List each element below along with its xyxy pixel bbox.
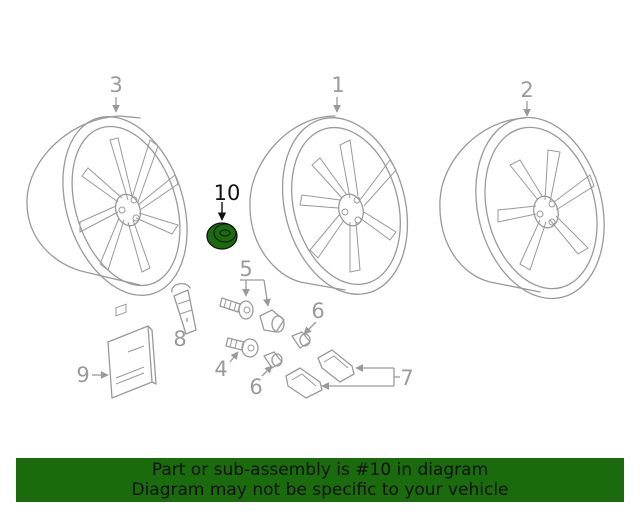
callout-10: 10	[214, 181, 241, 205]
callout-3: 3	[109, 73, 122, 97]
center-cap-part-10[interactable]	[206, 222, 238, 250]
sensor-part-7-upper[interactable]	[317, 349, 355, 383]
leader-lines	[92, 97, 531, 390]
valve-stem-part-8[interactable]	[171, 282, 197, 335]
callout-9: 9	[76, 363, 89, 387]
cap-part-6-lower[interactable]	[263, 351, 283, 369]
sensor-part-7-lower[interactable]	[285, 367, 323, 399]
banner-line-2: Diagram may not be specific to your vehi…	[131, 480, 509, 500]
notice-banner: Part or sub-assembly is #10 in diagram D…	[16, 458, 624, 502]
label-card-part-9[interactable]	[107, 303, 157, 399]
callout-7: 7	[400, 366, 413, 390]
bolt-part-4[interactable]	[225, 337, 259, 358]
callout-6-lower: 6	[249, 375, 262, 399]
wheel-3[interactable]	[26, 101, 209, 312]
callout-2: 2	[520, 78, 533, 102]
wheel-1[interactable]	[249, 104, 426, 309]
callout-8: 8	[173, 327, 186, 351]
banner-line-1: Part or sub-assembly is #10 in diagram	[151, 460, 489, 480]
callout-5: 5	[239, 257, 252, 281]
callout-6-upper: 6	[311, 299, 324, 323]
lug-nut-part-5[interactable]	[259, 309, 285, 333]
wheel-2[interactable]	[439, 104, 623, 313]
callout-4: 4	[214, 357, 227, 381]
cap-part-6-upper[interactable]	[291, 331, 311, 349]
callout-1: 1	[331, 73, 344, 97]
lug-bolt-part-5[interactable]	[219, 297, 254, 320]
